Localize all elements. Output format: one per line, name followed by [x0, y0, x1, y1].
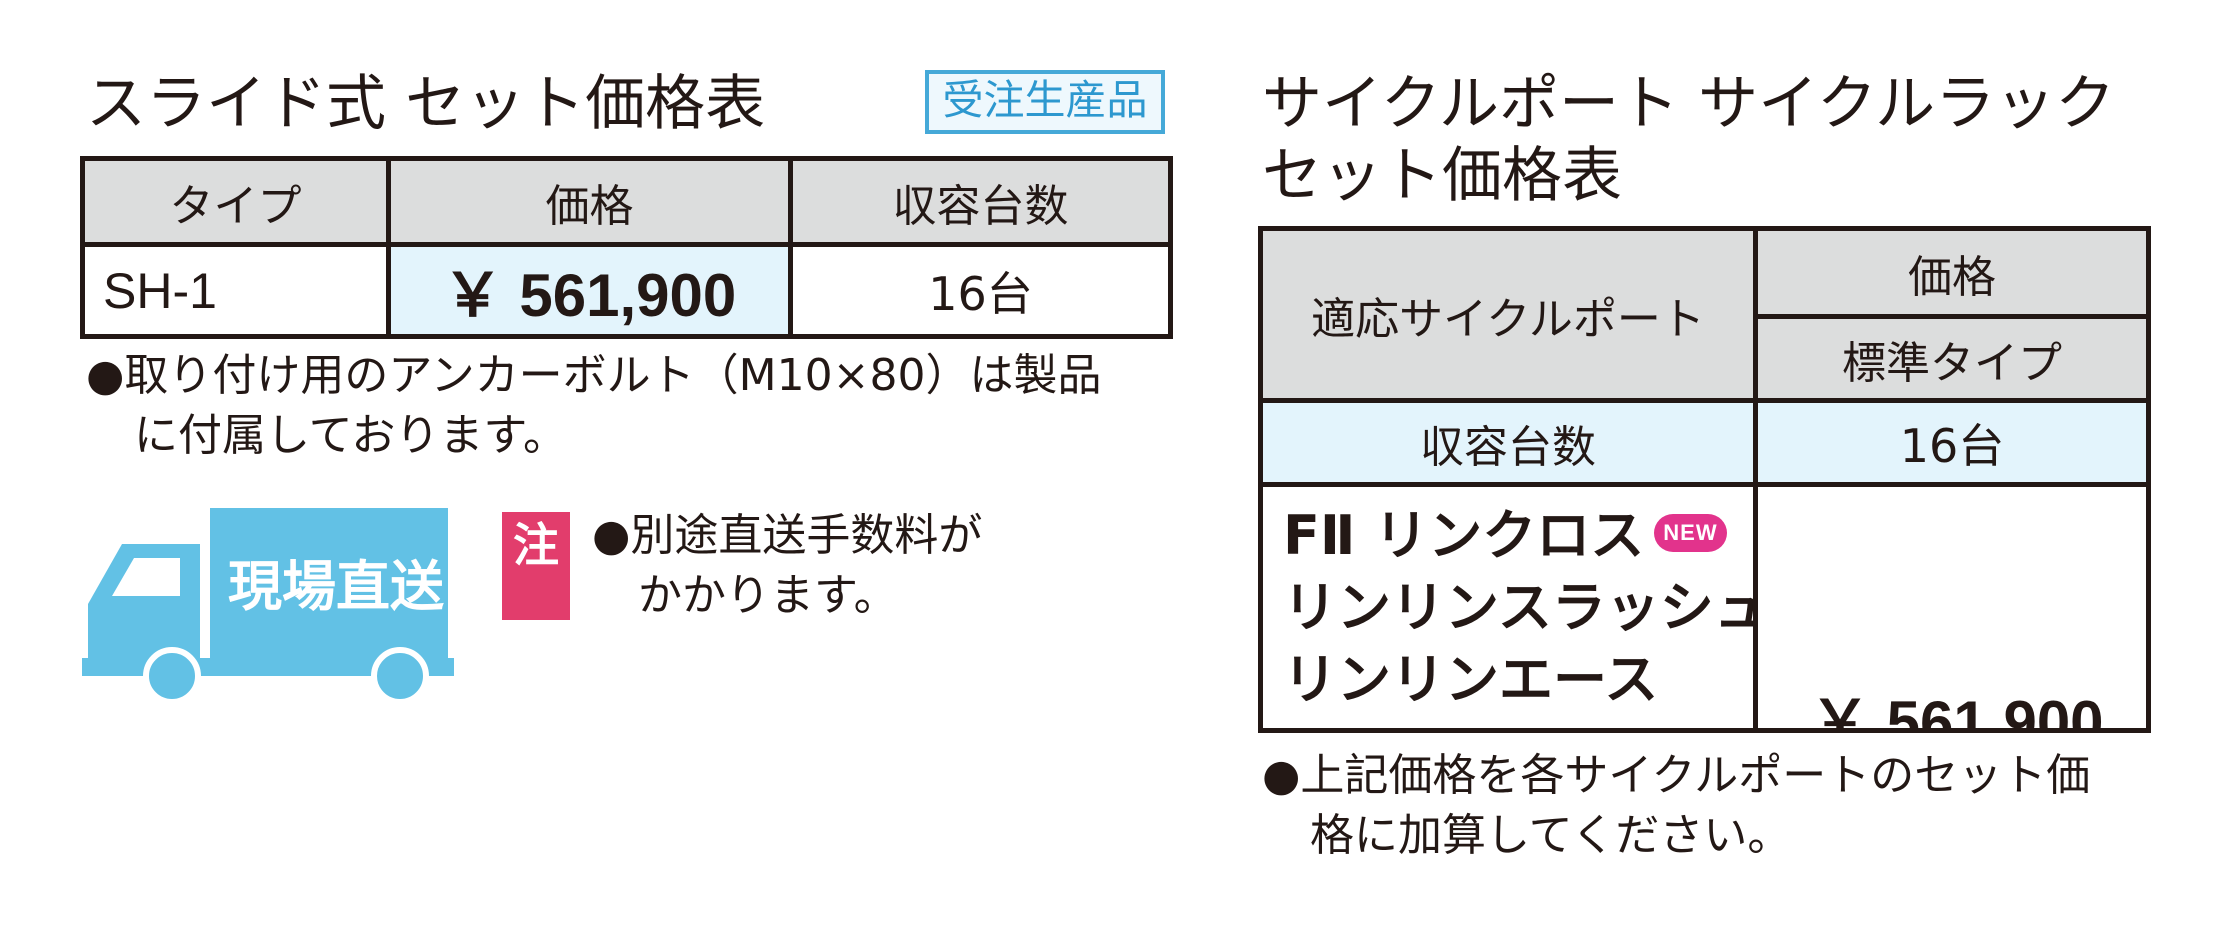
right-title-line2: セット価格表	[1262, 141, 1622, 211]
capacity-label: 収容台数	[1258, 398, 1758, 487]
fee-note-line1: ●別途直送手数料が	[592, 510, 983, 561]
capacity-value: 16台	[1753, 398, 2151, 487]
header-applicable-port: 適応サイクルポート	[1258, 226, 1758, 403]
header-price: 価格	[1753, 226, 2151, 319]
on-site-delivery-label: 現場直送	[228, 555, 444, 618]
table-subheader-row: 標準タイプ	[1261, 314, 2151, 403]
anchor-note-line1: ●取り付け用のアンカーボルト（M10×80）は製品	[86, 350, 1102, 401]
slide-price-table: タイプ 価格 収容台数 SH-1 ￥ 561,900 16台	[80, 156, 1173, 339]
row-price: ￥ 561,900	[386, 242, 793, 339]
anchor-bolt-note: ●取り付け用のアンカーボルト（M10×80）は製品 に付属しております。	[86, 346, 1101, 466]
header-standard-type: 標準タイプ	[1753, 314, 2151, 403]
table-row: 収容台数 16台	[1258, 398, 2151, 487]
header-price: 価格	[386, 156, 793, 247]
row-type: SH-1	[80, 242, 391, 339]
right-title-line1: サイクルポート サイクルラック	[1262, 69, 2116, 139]
anchor-note-line2: に付属しております。	[134, 410, 567, 461]
table-header-row: 適応サイクルポート 価格	[1258, 226, 2151, 403]
left-title: スライド式 セット価格表	[86, 69, 766, 139]
table-header-row: タイプ 価格 収容台数	[80, 156, 1173, 247]
caution-mark: 注	[502, 512, 570, 620]
header-capacity: 収容台数	[788, 156, 1173, 247]
price-note-line2: 格に加算してください。	[1310, 810, 1792, 861]
fee-note-line2: かかります。	[638, 570, 898, 621]
made-to-order-badge: 受注生産品	[925, 70, 1165, 134]
product-name: FⅡ リンクロス	[1283, 503, 1645, 567]
added-price: ￥ 561,900	[1810, 688, 2104, 731]
delivery-fee-note: ●別途直送手数料が かかります。	[592, 506, 982, 626]
delivery-truck-icon: 現場直送	[82, 508, 454, 704]
product-item: リンリンスラッシュ	[1283, 575, 1756, 639]
table-row: SH-1 ￥ 561,900 16台	[80, 242, 1173, 339]
product-item: リンリンエース	[1283, 647, 1659, 711]
header-type: タイプ	[80, 156, 391, 247]
added-price-cell: ￥ 561,900 加算	[1753, 482, 2151, 733]
row-capacity: 16台	[788, 242, 1173, 339]
new-badge: NEW	[1654, 513, 1727, 552]
price-add-note: ●上記価格を各サイクルポートのセット価 格に加算してください。	[1262, 746, 2090, 866]
price-note-line1: ●上記価格を各サイクルポートのセット価	[1262, 750, 2091, 801]
